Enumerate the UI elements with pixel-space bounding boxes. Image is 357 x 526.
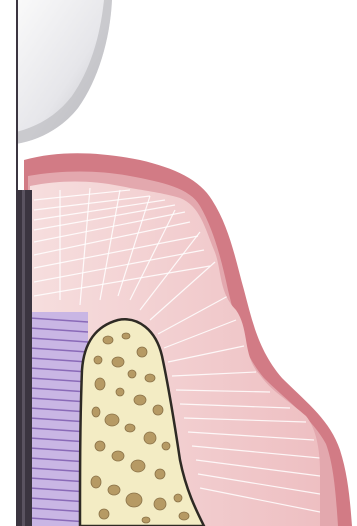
root-surface-highlight	[22, 190, 25, 526]
tooth-crown	[16, 0, 112, 144]
